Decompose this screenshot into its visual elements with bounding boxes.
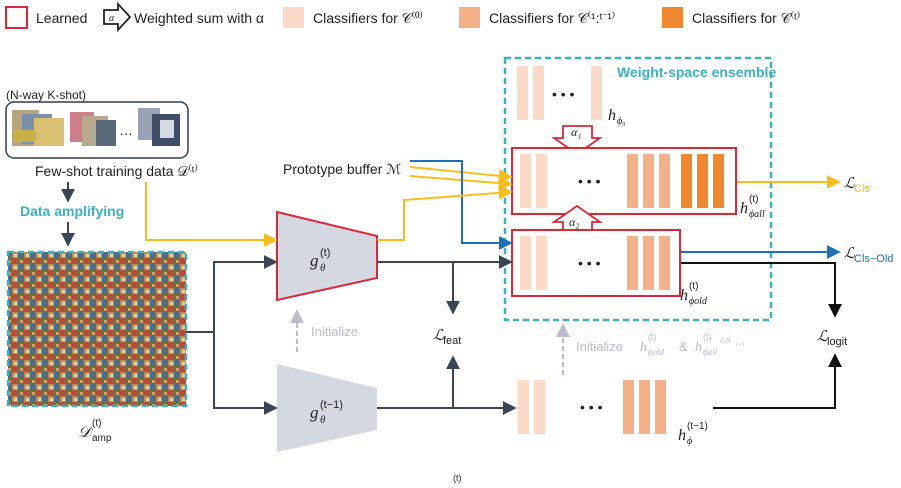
svg-text:ℒ: ℒ bbox=[844, 176, 856, 192]
alpha1-arrow-icon bbox=[551, 125, 603, 156]
svg-text:(t): (t) bbox=[749, 194, 758, 205]
loss-cls: ℒ Cls bbox=[844, 176, 870, 195]
svg-text:t−1: t−1 bbox=[736, 342, 745, 348]
few-shot-images bbox=[12, 108, 180, 146]
loss-cls-old: ℒ Cls−Old bbox=[844, 246, 893, 265]
few-shot-label: Few-shot training data 𝒟⁽ᵗ⁾ bbox=[35, 163, 198, 179]
encoder-old bbox=[277, 364, 377, 452]
arrow-prototype-to-hall-1 bbox=[409, 166, 513, 183]
legend-c1t-label: Classifiers for 𝒞⁽¹:ᵗ⁻¹⁾ bbox=[489, 10, 615, 26]
hall-label: h ϕall (t) bbox=[740, 194, 765, 220]
prototype-buffer-label: Prototype buffer ℳ bbox=[283, 161, 401, 177]
initialize-classifier-label: Initialize h ϕold (t) & h (t) ϕall 0:N t… bbox=[576, 332, 745, 357]
svg-text:ℒ: ℒ bbox=[817, 329, 829, 345]
ensemble-title: Weight-space ensemble bbox=[617, 64, 776, 80]
svg-text:ϕall: ϕall bbox=[749, 209, 765, 220]
svg-text:𝒟: 𝒟 bbox=[78, 424, 94, 441]
svg-text:h: h bbox=[680, 287, 688, 304]
svg-text:(t): (t) bbox=[648, 332, 657, 342]
svg-text:(t): (t) bbox=[320, 247, 330, 259]
classifier-hall-bars: • • • bbox=[520, 154, 724, 208]
svg-text:h: h bbox=[695, 340, 702, 355]
svg-text:• • •: • • • bbox=[578, 173, 601, 189]
svg-text:ℒ: ℒ bbox=[844, 246, 856, 262]
classifier-hold-bars: • • • bbox=[520, 236, 670, 290]
svg-text:ℒ: ℒ bbox=[433, 328, 445, 344]
arrow-hprev-to-llogit bbox=[713, 353, 842, 409]
svg-text:α: α bbox=[109, 13, 115, 24]
arrow-prototype-to-hold bbox=[410, 160, 513, 250]
svg-text:(t−1): (t−1) bbox=[687, 421, 708, 432]
arrow-fewshot-to-encoder bbox=[145, 182, 278, 247]
amplified-data-border bbox=[6, 250, 188, 408]
legend-weighted-sum-label: Weighted sum with α bbox=[134, 10, 264, 26]
legend-learned-swatch bbox=[5, 6, 28, 29]
encoder-old-label: g θ (t−1) bbox=[310, 399, 343, 426]
svg-text:• • •: • • • bbox=[578, 255, 601, 271]
amplified-data-mosaic bbox=[8, 252, 186, 406]
legend-ct-swatch bbox=[662, 7, 683, 28]
legend-c0-swatch bbox=[283, 7, 304, 28]
svg-text:logit: logit bbox=[827, 336, 847, 348]
h0-label: h ϕ₀ bbox=[608, 107, 626, 127]
svg-text:amp: amp bbox=[92, 433, 112, 444]
svg-text:feat: feat bbox=[443, 335, 461, 347]
svg-text:θ: θ bbox=[320, 414, 326, 426]
svg-text:Initialize: Initialize bbox=[576, 339, 623, 354]
svg-text:Cls−Old: Cls−Old bbox=[854, 253, 893, 265]
initialize-encoder-label: Initialize bbox=[311, 324, 358, 339]
svg-text:ϕold: ϕold bbox=[648, 347, 665, 357]
arrow-hold-to-llogit bbox=[681, 262, 842, 318]
alpha2-label: α₂ bbox=[569, 215, 579, 229]
classifier-hprev: • • • bbox=[518, 380, 666, 434]
legend-c1t-swatch bbox=[459, 7, 480, 28]
encoder-new bbox=[276, 210, 378, 302]
svg-text:(t): (t) bbox=[703, 332, 712, 342]
svg-text:g: g bbox=[310, 251, 319, 270]
encoder-new-label: g θ (t) bbox=[310, 247, 330, 274]
hold-label: h ϕold (t) bbox=[680, 281, 708, 307]
legend-c0-label: Classifiers for 𝒞⁽⁰⁾ bbox=[313, 10, 423, 26]
svg-text:(t−1): (t−1) bbox=[320, 399, 343, 411]
svg-text:ϕ₀: ϕ₀ bbox=[617, 116, 626, 127]
svg-text:h: h bbox=[740, 200, 748, 217]
arrow-encoder-to-hall bbox=[377, 185, 513, 241]
svg-text:ϕall: ϕall bbox=[703, 347, 718, 357]
data-amplifying-label: Data amplifying bbox=[20, 203, 124, 219]
svg-text:g: g bbox=[310, 403, 319, 422]
svg-text:(t): (t) bbox=[689, 281, 698, 292]
weighted-sum-arrow-icon: α bbox=[103, 1, 132, 33]
arrow-mosaic-to-old-encoder bbox=[213, 332, 278, 415]
svg-text:• • •: • • • bbox=[552, 86, 575, 102]
svg-text:Cls: Cls bbox=[854, 183, 870, 195]
svg-text:(t): (t) bbox=[92, 418, 101, 429]
loss-logit: ℒ logit bbox=[817, 329, 847, 348]
alpha1-label: α₁ bbox=[571, 125, 581, 139]
svg-text:h: h bbox=[608, 107, 616, 124]
svg-text:h: h bbox=[640, 340, 647, 355]
amp-data-label: 𝒟 amp (t) bbox=[78, 418, 112, 444]
loss-feat: ℒ feat bbox=[433, 328, 461, 347]
svg-text:• • •: • • • bbox=[580, 399, 603, 415]
svg-text:h: h bbox=[678, 427, 686, 444]
classifier-h0: • • • bbox=[517, 66, 602, 120]
svg-text:ϕold: ϕold bbox=[689, 296, 708, 307]
footer-fragment: (t) bbox=[453, 473, 462, 483]
nk-shot-label: (N-way K-shot) bbox=[6, 88, 86, 102]
few-shot-ellipsis: … bbox=[119, 122, 133, 138]
legend-learned-label: Learned bbox=[36, 10, 87, 26]
svg-text:θ: θ bbox=[320, 262, 326, 274]
arrow-mosaic-to-new-encoder bbox=[213, 255, 278, 332]
hprev-label: h ϕ (t−1) bbox=[678, 421, 708, 447]
svg-text:ϕ: ϕ bbox=[687, 436, 692, 447]
svg-text:&: & bbox=[679, 339, 688, 354]
legend-ct-label: Classifiers for 𝒞⁽ᵗ⁾ bbox=[692, 10, 800, 26]
arrow-prototype-to-hall-2 bbox=[409, 175, 513, 191]
legend: Learned α Weighted sum with α Classifier… bbox=[5, 1, 800, 33]
svg-text:0:N: 0:N bbox=[720, 337, 731, 345]
